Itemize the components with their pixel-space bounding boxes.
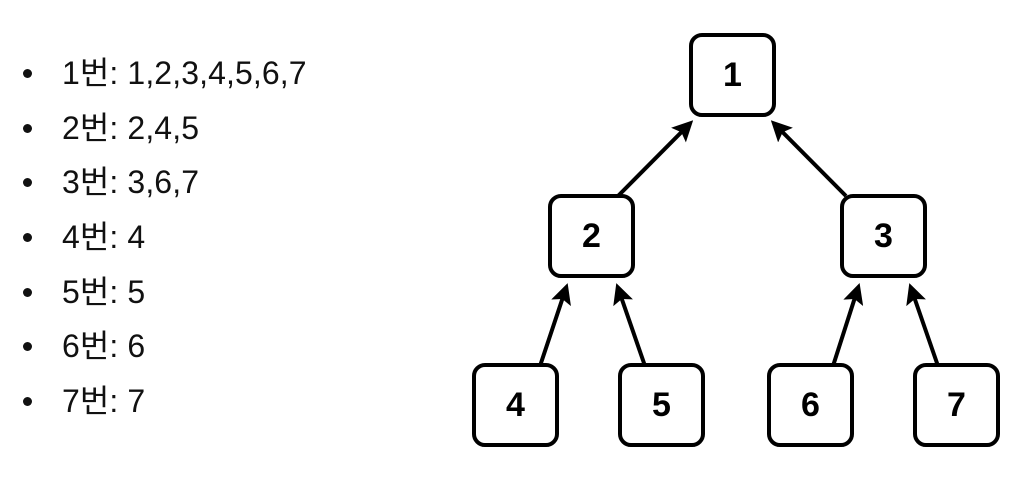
tree-edge-2-to-1 [616,120,694,198]
tree-node-3[interactable]: 3 [840,194,927,278]
list-item: 3번: 3,6,7 [0,155,440,210]
tree-node-1[interactable]: 1 [689,33,776,117]
list-item: 1번: 1,2,3,4,5,6,7 [0,46,440,101]
bullet-icon [23,287,32,297]
adjacency-row-label: 4번: 4 [62,219,146,256]
adjacency-row-label: 6번: 6 [62,328,146,365]
bullet-icon [23,232,32,242]
list-item: 6번: 6 [0,319,440,374]
tree-node-7[interactable]: 7 [913,363,1000,447]
tree-node-5[interactable]: 5 [618,363,705,447]
tree-node-4[interactable]: 4 [472,363,559,447]
tree-edge-5-to-2 [613,283,647,367]
tree-diagram: 1 2 3 4 5 6 7 [440,0,1026,493]
adjacency-row-label: 1번: 1,2,3,4,5,6,7 [62,55,307,91]
tree-node-label: 5 [652,385,671,424]
adjacency-row-label: 5번: 5 [62,273,146,310]
tree-edge-7-to-3 [906,283,940,367]
tree-edge-6-to-3 [831,283,864,367]
bullet-icon [23,396,32,406]
list-item: 5번: 5 [0,265,440,320]
adjacency-row-label: 7번: 7 [62,383,146,420]
adjacency-row-label: 3번: 3,6,7 [62,164,200,201]
adjacency-row-label: 2번: 2,4,5 [62,109,200,146]
tree-node-label: 3 [874,216,893,255]
tree-edge-layer [538,120,940,367]
adjacency-list: 1번: 1,2,3,4,5,6,7 2번: 2,4,5 3번: 3,6,7 4번… [0,46,440,429]
tree-node-label: 2 [582,216,601,255]
list-item: 4번: 4 [0,210,440,265]
tree-edge-4-to-2 [538,283,571,367]
bullet-icon [23,178,32,188]
tree-edge-3-to-1 [770,120,848,198]
tree-node-label: 1 [723,55,742,94]
tree-node-label: 4 [506,385,525,424]
bullet-icon [23,342,32,352]
tree-node-6[interactable]: 6 [767,363,854,447]
tree-node-2[interactable]: 2 [548,194,635,278]
list-item: 7번: 7 [0,374,440,429]
tree-node-label: 6 [801,385,820,424]
bullet-icon [23,68,32,78]
bullet-icon [23,123,32,133]
tree-node-label: 7 [947,385,966,424]
list-item: 2번: 2,4,5 [0,101,440,156]
